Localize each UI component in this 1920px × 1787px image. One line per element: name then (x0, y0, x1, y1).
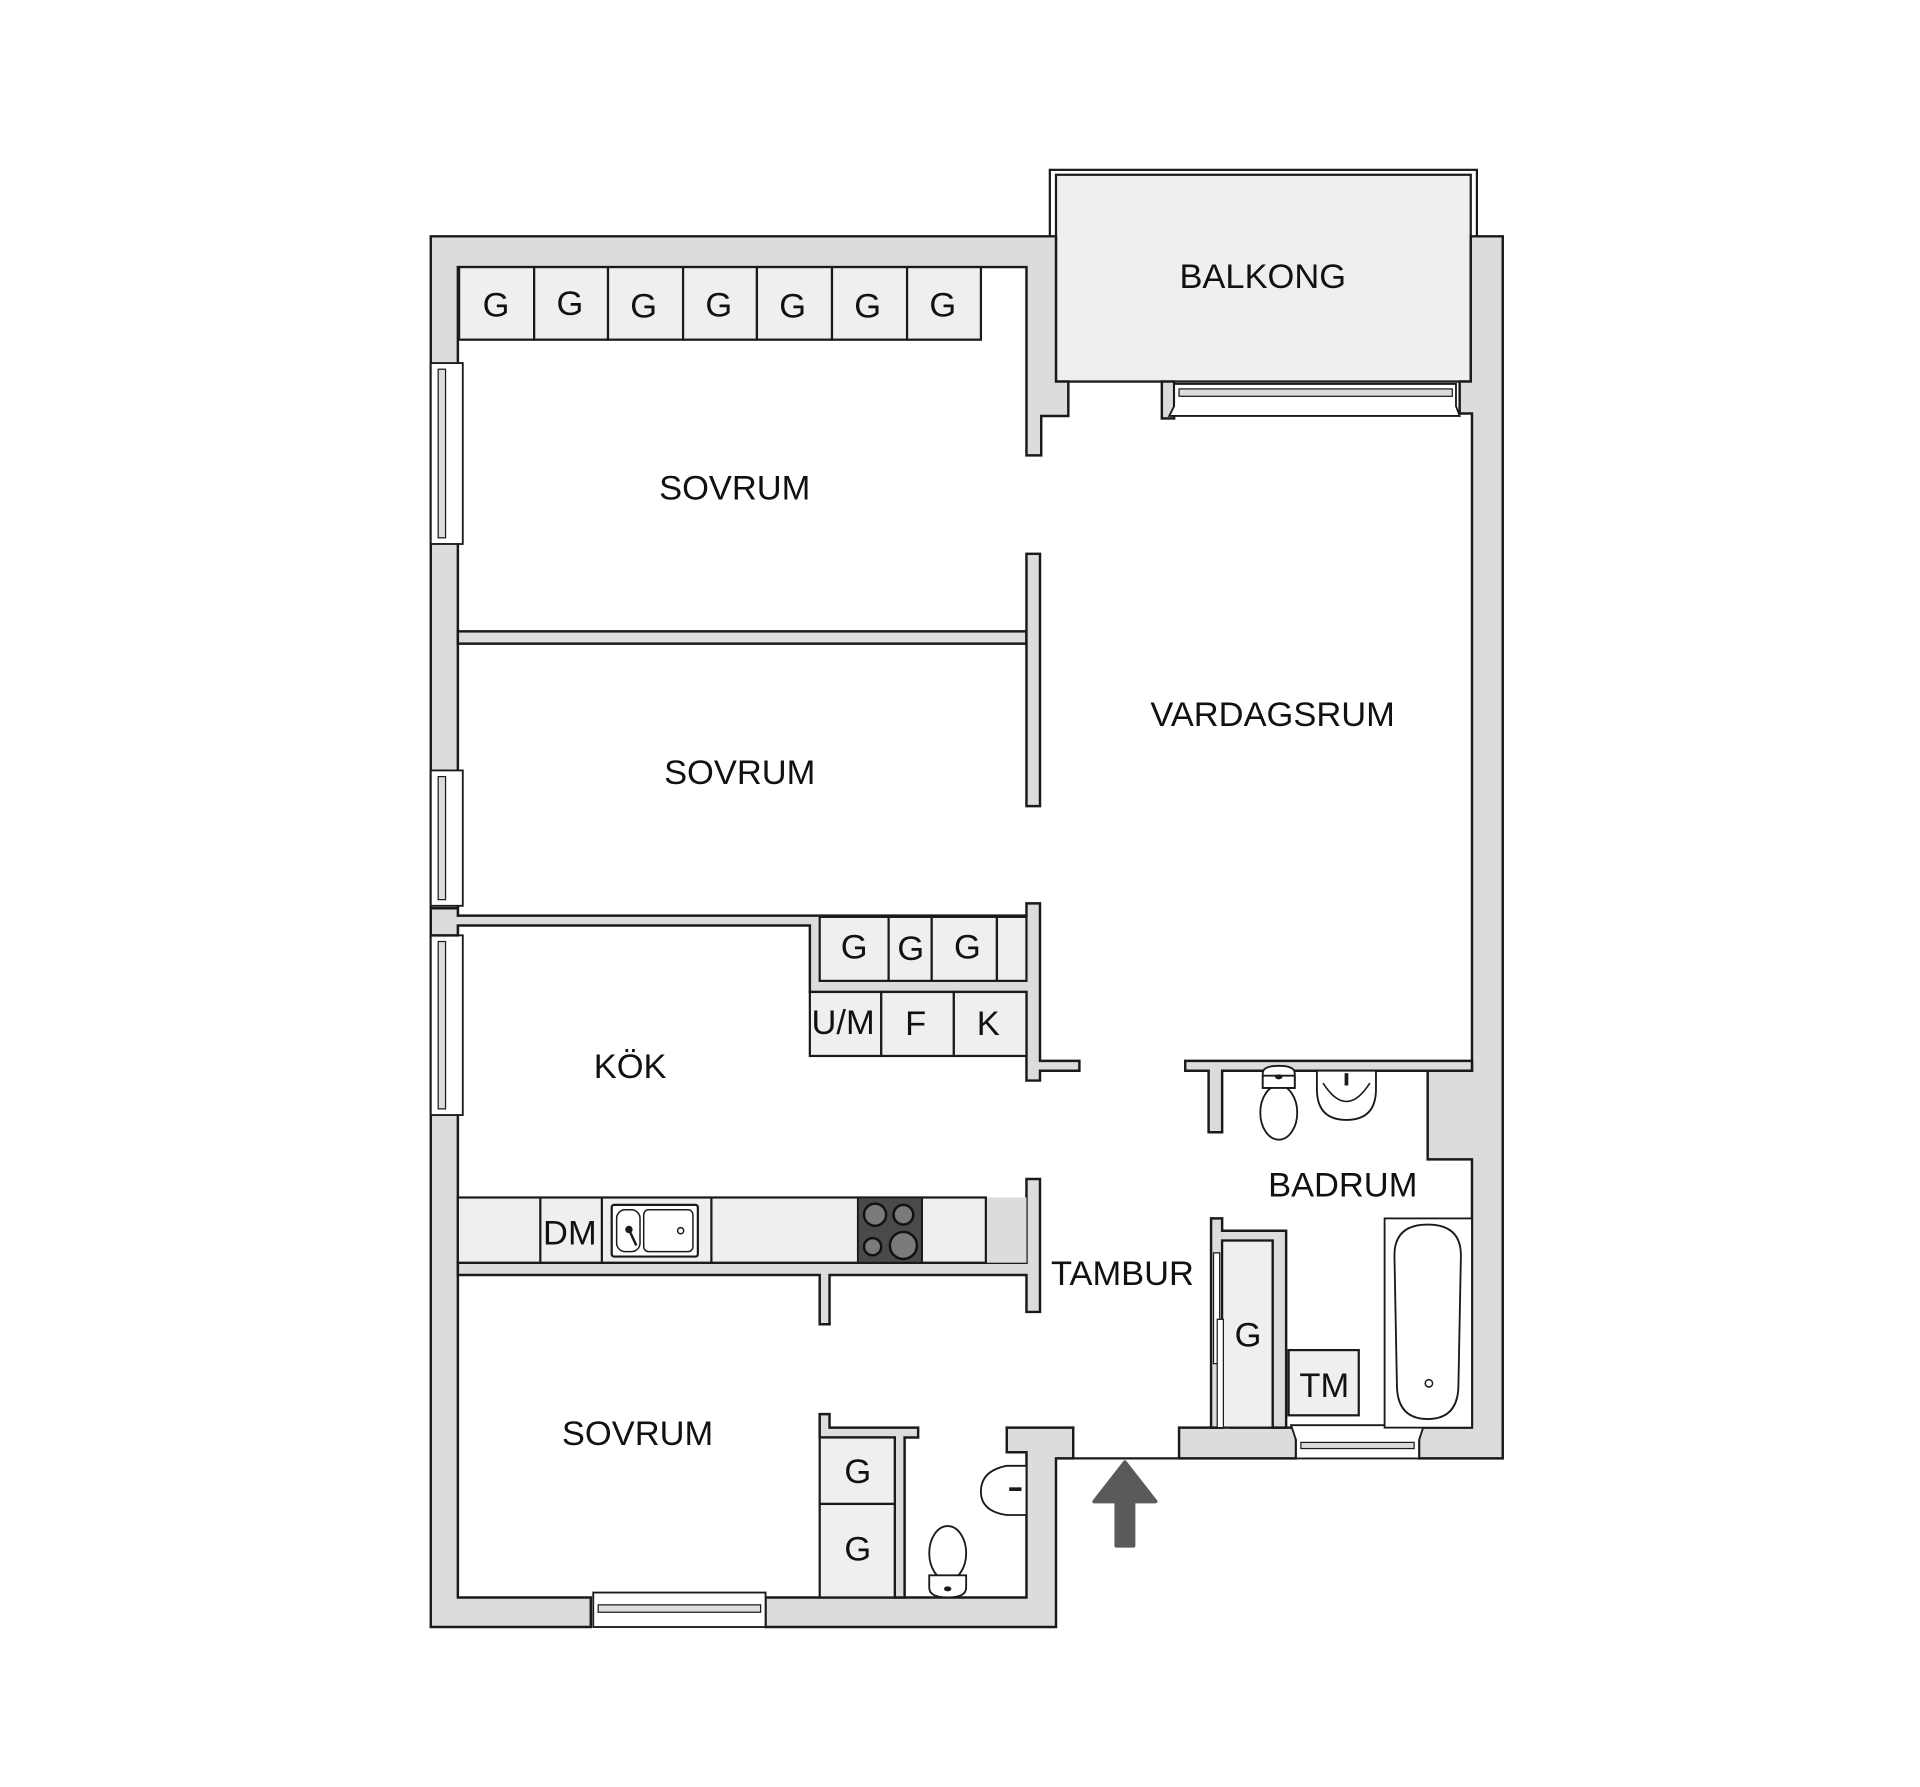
kitchen-cabinet-label: G (897, 930, 924, 968)
window-kok (429, 934, 464, 1116)
dishwasher-label: DM (543, 1214, 597, 1252)
wardrobe-label: G (1235, 1316, 1262, 1354)
room-label-tambur: TAMBUR (1051, 1255, 1194, 1293)
wardrobe-label: G (929, 286, 956, 324)
sink-icon (610, 1203, 699, 1258)
balcony-door (1167, 383, 1462, 417)
bathtub-icon (1383, 1217, 1473, 1429)
kitchen-cabinet-label: U/M (812, 1004, 875, 1042)
stove-icon (856, 1196, 923, 1264)
washbasin-icon (979, 1464, 1028, 1516)
badrum-fixtures: TM (1259, 1064, 1473, 1429)
kitchen-cabinet-label: K (977, 1005, 1000, 1043)
wardrobe-label: G (630, 288, 657, 326)
window-sovrum-2 (429, 769, 464, 907)
kitchen-cabinet-label: F (905, 1005, 926, 1043)
tambur-wardrobe: G (1212, 1239, 1274, 1429)
balcony (1048, 168, 1479, 383)
kitchen-cabinets: G G G U/M F K (808, 915, 1028, 1058)
entrance-arrow-icon (1092, 1460, 1158, 1548)
tm-label: TM (1299, 1367, 1349, 1405)
room-label-vardagsrum: VARDAGSRUM (1150, 696, 1394, 734)
room-label-badrum: BADRUM (1268, 1166, 1417, 1204)
outer-walls (429, 235, 1504, 1629)
room-label-sovrum-1: SOVRUM (659, 470, 810, 508)
room-label-sovrum-3: SOVRUM (562, 1415, 713, 1453)
sovrum3-wardrobes: G G (818, 1436, 896, 1599)
wardrobe-label: G (854, 288, 881, 326)
washbasin-icon (1315, 1069, 1377, 1121)
window-badrum (1289, 1424, 1426, 1460)
top-wardrobes: G G G G G G G (457, 265, 983, 341)
kitchen-cabinet-label: G (841, 929, 868, 967)
kitchen-cabinet-label: G (954, 929, 981, 967)
window-sovrum-3 (592, 1591, 767, 1628)
toilet-icon (1259, 1064, 1299, 1141)
wardrobe-label: G (844, 1453, 871, 1491)
room-label-sovrum-2: SOVRUM (664, 754, 815, 792)
wardrobe-label: G (556, 285, 583, 323)
kitchen-counter: DM (456, 1196, 987, 1264)
wardrobe-label: G (844, 1531, 871, 1569)
room-label-balkong: BALKONG (1179, 258, 1346, 296)
wardrobe-label: G (483, 286, 510, 324)
wardrobe-label: G (705, 286, 732, 324)
wardrobe-label: G (779, 288, 806, 326)
toilet-icon (928, 1525, 968, 1599)
wc-fixtures (928, 1464, 1028, 1599)
window-sovrum-1 (429, 362, 464, 545)
room-label-kok: KÖK (594, 1048, 667, 1086)
